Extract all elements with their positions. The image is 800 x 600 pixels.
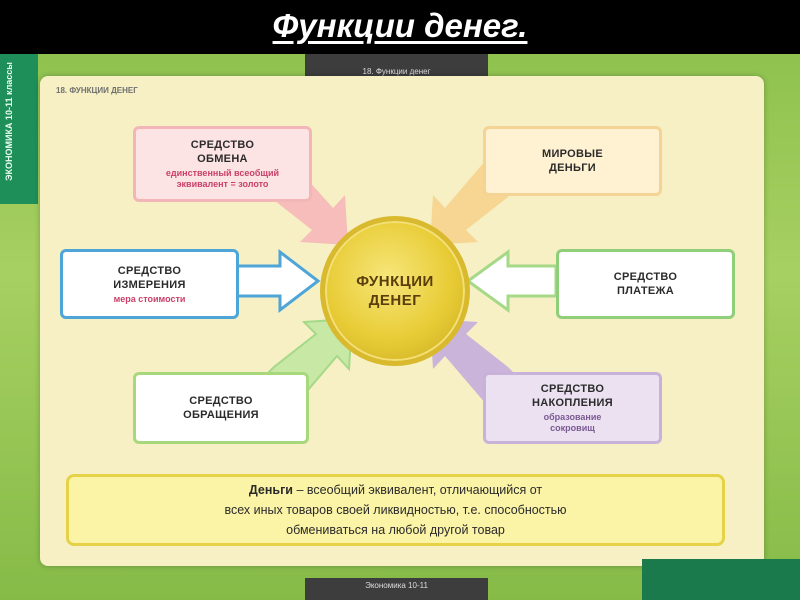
- box-measure-title: СРЕДСТВО ИЗМЕРЕНИЯ: [113, 264, 186, 291]
- box-world-money: МИРОВЫЕ ДЕНЬГИ: [483, 126, 662, 196]
- center-coin: ФУНКЦИИ ДЕНЕГ: [320, 216, 470, 366]
- box-payment: СРЕДСТВО ПЛАТЕЖА: [556, 249, 735, 319]
- side-strip: ЭКОНОМИКА 10-11 классы: [0, 54, 38, 204]
- box-exchange-note: единственный всеобщий эквивалент = золот…: [165, 168, 280, 189]
- box-circulation-title: СРЕДСТВО ОБРАЩЕНИЯ: [183, 395, 259, 421]
- definition-line2: всех иных товаров своей ликвидностью, т.…: [224, 503, 567, 517]
- corner-block: [642, 559, 800, 600]
- panel-title: 18. ФУНКЦИИ ДЕНЕГ: [56, 86, 138, 95]
- box-circulation: СРЕДСТВО ОБРАЩЕНИЯ: [133, 372, 309, 444]
- box-accumulation: СРЕДСТВО НАКОПЛЕНИЯ образование сокровищ: [483, 372, 662, 444]
- definition-line1: – всеобщий эквивалент, отличающийся от: [292, 483, 543, 497]
- box-exchange: СРЕДСТВО ОБМЕНА единственный всеобщий эк…: [133, 126, 312, 202]
- box-measure-note: мера стоимости: [113, 293, 186, 304]
- box-payment-title: СРЕДСТВО ПЛАТЕЖА: [613, 271, 678, 297]
- poster: ЭКОНОМИКА 10-11 классы 18. Функции денег…: [0, 54, 800, 600]
- arrow-measure: [233, 248, 321, 314]
- definition-box: Деньги – всеобщий эквивалент, отличающий…: [66, 474, 725, 546]
- box-measure: СРЕДСТВО ИЗМЕРЕНИЯ мера стоимости: [60, 249, 239, 319]
- slide-title: Функции денег.: [272, 7, 528, 44]
- header-tab: 18. Функции денег: [305, 54, 488, 77]
- slide-title-bar: Функции денег.: [0, 0, 800, 52]
- box-exchange-title: СРЕДСТВО ОБМЕНА: [190, 139, 255, 165]
- center-line2: ДЕНЕГ: [368, 292, 422, 309]
- arrow-payment: [465, 249, 558, 313]
- definition-term: Деньги: [248, 483, 293, 497]
- box-accumulation-note: образование сокровищ: [543, 412, 602, 433]
- center-line1: ФУНКЦИИ: [356, 273, 434, 290]
- definition-text: Деньги – всеобщий эквивалент, отличающий…: [224, 480, 566, 540]
- definition-line3: обмениваться на любой другой товар: [286, 523, 505, 537]
- box-world-title: МИРОВЫЕ ДЕНЬГИ: [542, 148, 603, 174]
- box-accumulation-title: СРЕДСТВО НАКОПЛЕНИЯ: [532, 383, 613, 409]
- footer-tab: Экономика 10-11: [305, 578, 488, 600]
